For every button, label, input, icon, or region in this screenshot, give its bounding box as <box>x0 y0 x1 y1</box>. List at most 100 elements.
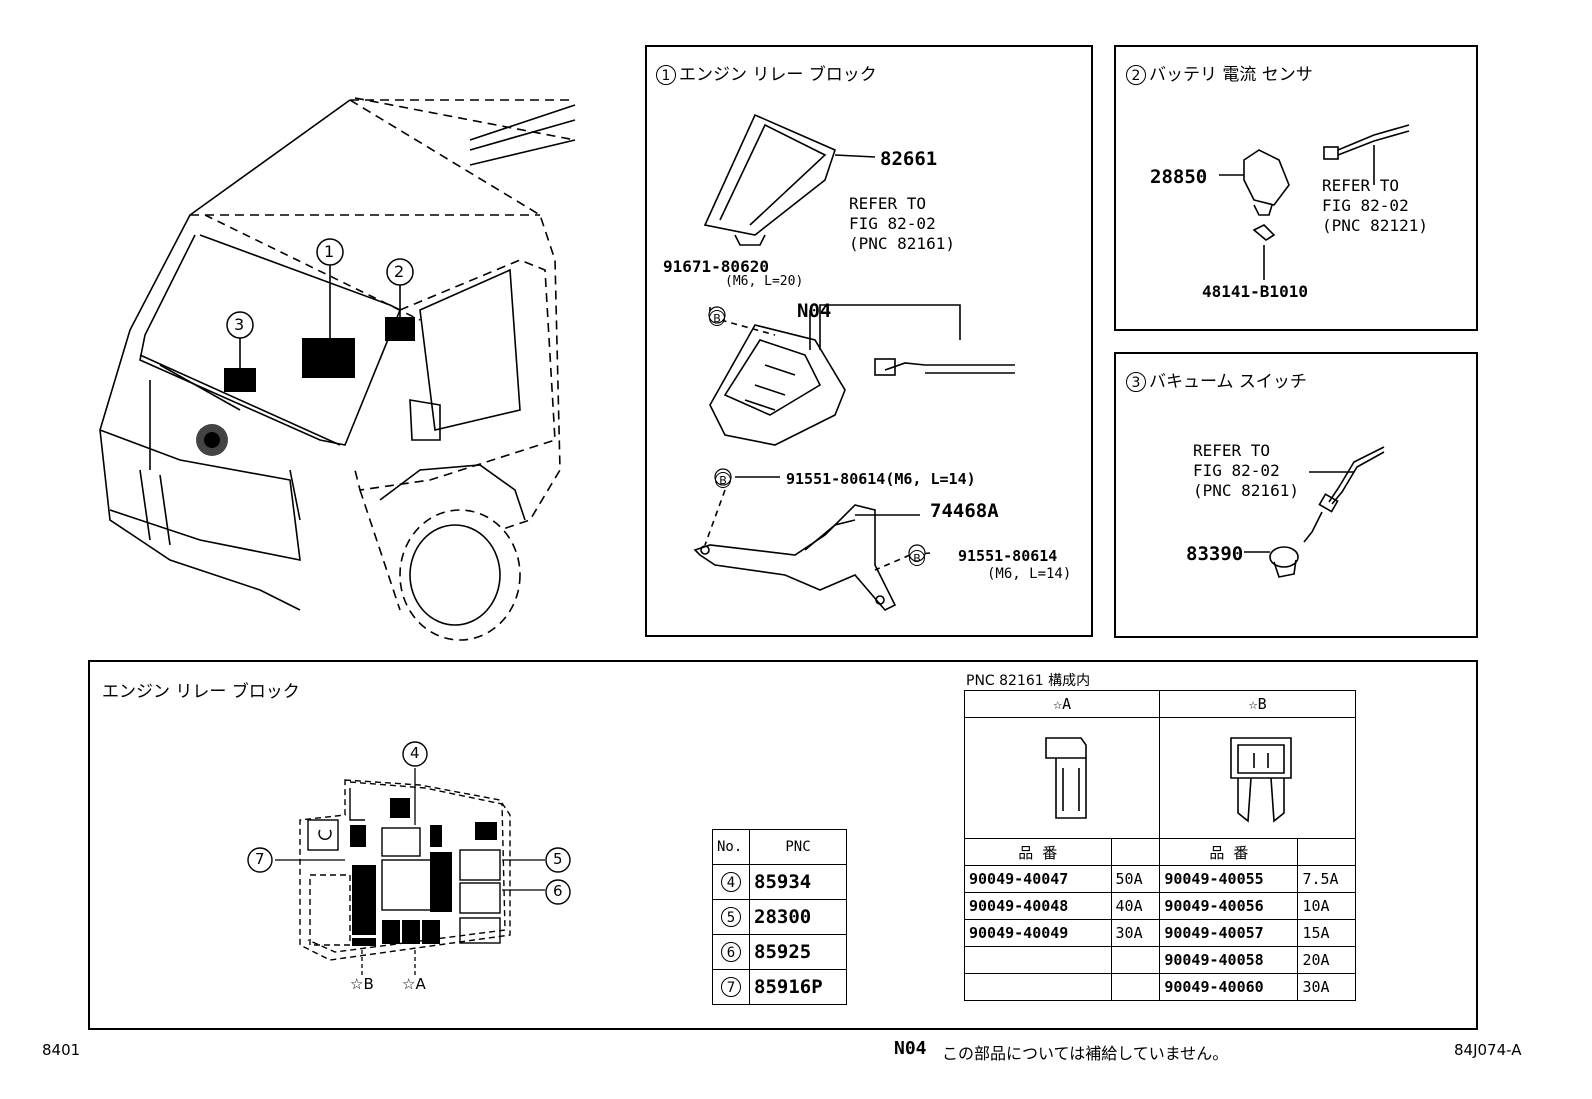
fuse-b-amp: 10A <box>1297 892 1356 920</box>
fuse-a-amp: 50A <box>1110 865 1161 893</box>
panel1-number: 1 <box>656 65 676 85</box>
truck-callout-2: 2 <box>394 262 405 281</box>
fuse-b-pn: 90049-40058 <box>1159 946 1299 974</box>
footer-left-code: 8401 <box>42 1041 81 1059</box>
battery-sensor-marker <box>385 317 415 341</box>
panel-battery-sensor <box>1114 45 1478 331</box>
pnc-row-no: 5 <box>721 907 741 928</box>
panel2-refer-text: REFER TO FIG 82-02 (PNC 82121) <box>1322 176 1428 235</box>
panel3-title-text: バキューム スイッチ <box>1149 372 1307 392</box>
table-row: 4 85934 <box>712 864 847 900</box>
fuse-col-a-header: ☆A <box>963 690 1161 718</box>
part-48141-b1010: 48141-B1010 <box>1202 282 1308 301</box>
fuse-a-pn <box>964 946 1112 974</box>
panel2-title-text: バッテリ 電流 センサ <box>1149 65 1313 85</box>
vacuum-switch-marker <box>224 368 256 392</box>
truck-callout-3: 3 <box>234 315 245 334</box>
fuse-a-pn: 90049-40047 <box>964 865 1112 893</box>
pnc-header-no: No. <box>712 829 750 865</box>
fuse-a-image-cell <box>963 717 1161 839</box>
pnc-row-value: 85934 <box>749 864 847 900</box>
fuse-a-amp <box>1110 973 1161 1001</box>
part-n04: N04 <box>797 300 832 322</box>
part-82661: 82661 <box>880 148 938 170</box>
fuse-a-amp: 30A <box>1110 919 1161 947</box>
panel2-number: 2 <box>1126 65 1146 85</box>
callout-7: 7 <box>255 850 265 868</box>
callout-4: 4 <box>410 744 420 762</box>
panel2-drawing <box>1219 124 1410 280</box>
table-row: 90049-40049 30A 90049-40057 15A <box>964 919 1356 947</box>
panel-vacuum-switch <box>1114 352 1478 638</box>
part-91551-80614-b-spec: (M6, L=14) <box>987 566 1072 582</box>
table-row: 90049-40060 30A <box>964 973 1356 1001</box>
pnc-table: No. PNC 4 85934 5 28300 6 85925 7 85916P <box>712 829 847 1005</box>
part-91551-80614-b: 91551-80614 <box>958 547 1058 565</box>
fuse-a-amp <box>1110 946 1161 974</box>
table-row: 90049-40058 20A <box>964 946 1356 974</box>
bottom-title: エンジン リレー ブロック <box>102 682 300 702</box>
fuse-a-pn: 90049-40048 <box>964 892 1112 920</box>
pnc-row-value: 85925 <box>749 934 847 970</box>
fuse-b-amp: 15A <box>1297 919 1356 947</box>
pnc-row-value: 28300 <box>749 899 847 935</box>
fuse-a-partno-header: 品 番 <box>964 838 1112 866</box>
callout-6: 6 <box>553 882 563 900</box>
relay-block-layout-drawing <box>247 741 571 975</box>
table-row: 90049-40048 40A 90049-40056 10A <box>964 892 1356 920</box>
fuse-a-icon <box>1045 737 1087 819</box>
pnc-row-no: 6 <box>721 942 741 963</box>
panel1-title-text: エンジン リレー ブロック <box>679 65 877 85</box>
part-74468a: 74468A <box>930 500 999 522</box>
part-91671-80620-spec: (M6, L=20) <box>725 274 804 289</box>
table-row: 5 28300 <box>712 899 847 935</box>
pnc-table-header: No. PNC <box>712 829 847 865</box>
fuse-b-pn: 90049-40055 <box>1159 865 1299 893</box>
fuse-b-pn: 90049-40056 <box>1159 892 1299 920</box>
fuse-b-image-cell <box>1159 717 1356 839</box>
table-row: 6 85925 <box>712 934 847 970</box>
truck-callout-1: 1 <box>324 242 335 261</box>
fuse-b-amp: 7.5A <box>1297 865 1356 893</box>
panel1-circle-b-2: B <box>715 469 731 488</box>
table-row: 7 85916P <box>712 969 847 1005</box>
panel3-refer-text: REFER TO FIG 82-02 (PNC 82161) <box>1193 441 1299 500</box>
fuse-b-partno-header: 品 番 <box>1159 838 1299 866</box>
panel1-circle-b-1: B <box>709 307 725 326</box>
fuse-a-pn: 90049-40049 <box>964 919 1112 947</box>
fuse-b-pn: 90049-40060 <box>1159 973 1299 1001</box>
part-83390: 83390 <box>1186 543 1244 565</box>
fuse-b-amp: 20A <box>1297 946 1356 974</box>
fuse-b-amp: 30A <box>1297 973 1356 1001</box>
pnc-row-value: 85916P <box>749 969 847 1005</box>
panel3-drawing <box>1244 446 1385 578</box>
callout-5: 5 <box>553 850 563 868</box>
part-28850: 28850 <box>1150 166 1208 188</box>
panel-relay-block-layout <box>88 660 1478 1030</box>
panel3-number: 3 <box>1126 372 1146 392</box>
star-b-label: ☆B <box>350 975 374 993</box>
fuse-b-pn: 90049-40057 <box>1159 919 1299 947</box>
fuse-b-icon <box>1230 737 1293 823</box>
star-a-label: ☆A <box>402 975 426 993</box>
footer-note-code: N04 <box>894 1038 927 1059</box>
footer-right-code: 84J074-A <box>1454 1041 1522 1059</box>
fuse-table-caption: PNC 82161 構成内 <box>966 673 1091 689</box>
truck-illustration <box>99 97 576 641</box>
fuse-a-pn <box>964 973 1112 1001</box>
panel1-refer-text: REFER TO FIG 82-02 (PNC 82161) <box>849 194 955 253</box>
part-91671-80620: 91671-80620 <box>663 257 769 276</box>
pnc-row-no: 7 <box>721 977 741 998</box>
footer-note: この部品については補給していません。 <box>942 1044 1229 1063</box>
fuse-col-b-header: ☆B <box>1159 690 1356 718</box>
panel-engine-relay-block <box>645 45 1093 637</box>
fuse-a-amp: 40A <box>1110 892 1161 920</box>
pnc-header-pnc: PNC <box>749 829 847 865</box>
fuse-table: ☆A ☆B 品 番 <box>963 690 1356 1001</box>
pnc-row-no: 4 <box>721 872 741 893</box>
panel1-circle-b-3: B <box>909 547 925 566</box>
table-row: 90049-40047 50A 90049-40055 7.5A <box>964 865 1356 893</box>
